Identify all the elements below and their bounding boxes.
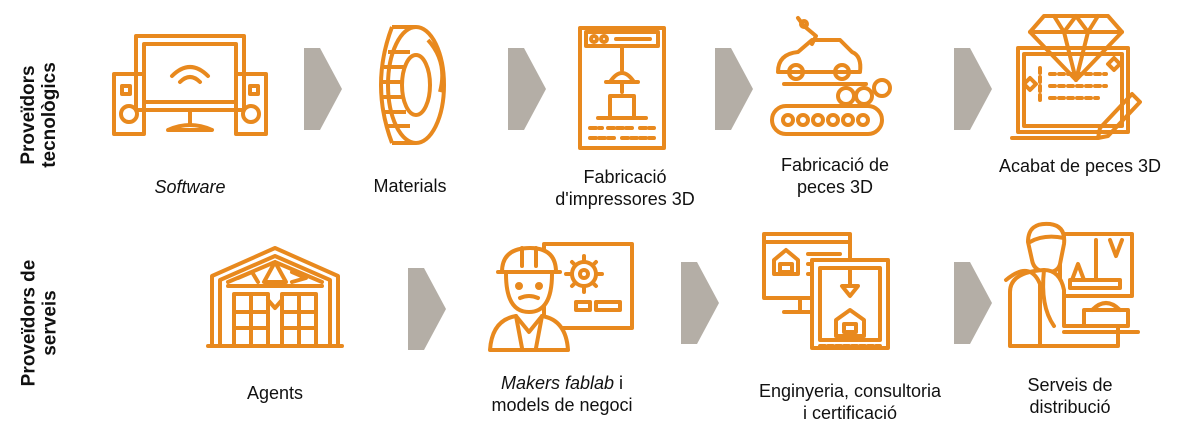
filament-spool-icon xyxy=(366,22,450,148)
label-makers-fablab: Makers fablab i models de negoci xyxy=(462,372,662,416)
engineering-screens-icon xyxy=(760,230,892,352)
label-software: Software xyxy=(110,176,270,198)
computer-speakers-icon xyxy=(110,32,270,142)
flow-arrow-6 xyxy=(681,262,719,344)
label-parts-finishing-line1: Acabat de peces 3D xyxy=(998,156,1162,176)
flow-arrow-5 xyxy=(408,268,446,350)
label-makers-fablab-italic: Makers fablab xyxy=(500,373,615,393)
label-engineering-line1: Enginyeria, consultoria xyxy=(758,381,942,401)
label-materials-line1: Materials xyxy=(373,176,447,196)
row-label-tech-line2: tecnològics xyxy=(39,62,61,168)
label-parts-finishing: Acabat de peces 3D xyxy=(980,155,1180,177)
label-distribution: Serveis de distribució xyxy=(990,374,1150,418)
label-parts-manufacturing-line1: Fabricació de xyxy=(780,155,890,175)
diamond-laptop-icon xyxy=(1010,8,1142,148)
row-label-services-line1: Proveïdors de xyxy=(18,259,39,386)
3d-printer-icon xyxy=(576,24,668,152)
label-distribution-line2: distribució xyxy=(1029,397,1111,417)
engineer-gear-icon xyxy=(486,236,636,354)
car-conveyor-icon xyxy=(768,14,896,138)
label-printer-manufacturing-line1: Fabricació xyxy=(583,167,667,187)
row-label-tech-line1: Proveïdors xyxy=(18,65,40,165)
flow-arrow-2 xyxy=(508,48,546,130)
label-makers-fablab-line1: Makers fablab i xyxy=(462,372,662,394)
label-engineering: Enginyeria, consultoria i certificació xyxy=(735,380,965,424)
label-printer-manufacturing: Fabricació d'impressores 3D xyxy=(540,166,710,210)
designer-desk-icon xyxy=(1000,220,1140,350)
warehouse-icon xyxy=(206,244,344,350)
flow-arrow-4 xyxy=(954,48,992,130)
label-agents-line1: Agents xyxy=(246,383,304,403)
label-engineering-line2: i certificació xyxy=(802,403,898,423)
label-distribution-line1: Serveis de xyxy=(1027,375,1113,395)
label-printer-manufacturing-line2: d'impressores 3D xyxy=(555,189,695,209)
label-agents: Agents xyxy=(200,382,350,404)
label-software-line1: Software xyxy=(154,177,226,197)
row-label-tech: Proveïdors tecnològics xyxy=(0,20,78,210)
label-parts-manufacturing: Fabricació de peces 3D xyxy=(750,154,920,198)
row-label-services-line2: serveis xyxy=(39,289,60,356)
label-parts-manufacturing-line2: peces 3D xyxy=(796,177,874,197)
flow-arrow-1 xyxy=(304,48,342,130)
label-materials: Materials xyxy=(340,175,480,197)
row-label-services: Proveïdors de serveis xyxy=(0,225,78,420)
label-makers-fablab-line2: models de negoci xyxy=(491,395,633,415)
flow-arrow-3 xyxy=(715,48,753,130)
label-makers-fablab-rest: i xyxy=(614,373,624,393)
flow-arrow-7 xyxy=(954,262,992,344)
